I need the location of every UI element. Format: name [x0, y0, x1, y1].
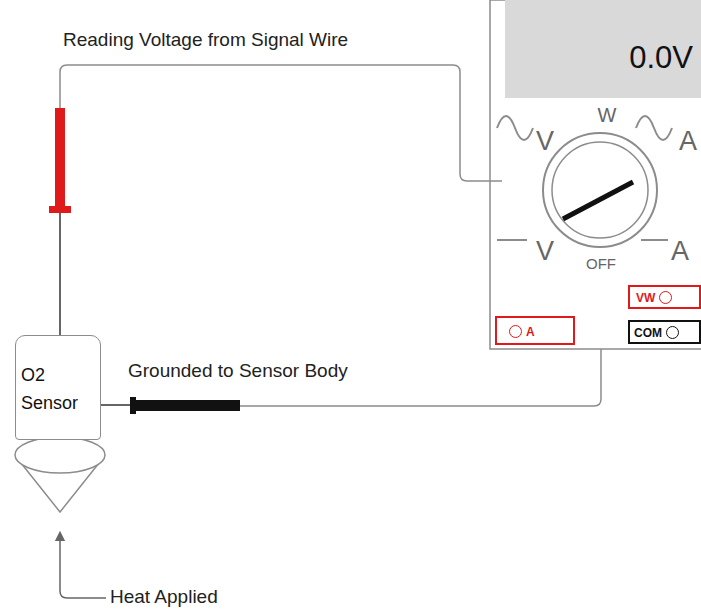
ac-wave: [636, 116, 672, 140]
o2-sensor-body: O2 Sensor: [15, 335, 101, 440]
caption-label: Grounded to Sensor Body: [128, 360, 348, 382]
red-probe-guard: [49, 206, 71, 213]
meter-display: 0.0V: [505, 0, 701, 98]
node-text: O2 Sensor: [21, 362, 91, 418]
node-text: COM: [634, 326, 662, 340]
dc-dash: [497, 239, 527, 241]
multimeter-body: [490, 0, 701, 349]
node-text: 0.0V: [629, 40, 693, 75]
com-port: COM: [628, 320, 701, 344]
port-socket: [659, 291, 672, 304]
dial-mark: OFF: [586, 255, 616, 272]
dc-dash: [641, 239, 668, 241]
dial-mark: V: [536, 236, 554, 267]
port-socket: [509, 325, 522, 338]
node-text: A: [526, 325, 535, 339]
port-socket: [666, 326, 679, 339]
amp-port: A: [495, 316, 575, 345]
dial-ring: [543, 133, 657, 247]
dial-mark: W: [598, 104, 617, 127]
voltage-port: VW: [628, 285, 701, 309]
node-text: VW: [636, 291, 655, 305]
caption-label: Heat Applied: [110, 586, 218, 608]
black-probe-guard: [130, 397, 136, 414]
dial-pointer: [563, 182, 633, 219]
sensor-flange: [15, 437, 105, 473]
red-lead-wire: [60, 65, 502, 181]
caption-label: Reading Voltage from Signal Wire: [63, 29, 348, 51]
probe-tip: [59, 210, 61, 335]
dial-mark: A: [671, 236, 689, 267]
black-probe: [136, 400, 240, 411]
dial-mark: A: [679, 126, 697, 157]
dial-knob: [552, 142, 648, 238]
red-probe: [55, 108, 65, 208]
heat-arrow: [60, 536, 106, 598]
probe-tip: [97, 404, 130, 406]
ac-wave: [497, 116, 533, 140]
dial-mark: V: [536, 126, 554, 157]
